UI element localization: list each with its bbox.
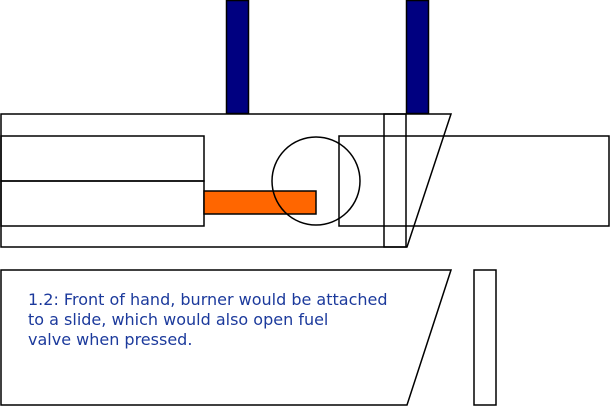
lower-panel xyxy=(0,269,453,406)
lower-left-block xyxy=(0,180,205,227)
upper-left-block xyxy=(0,135,205,182)
slide-bar xyxy=(203,190,317,215)
diagram-caption: 1.2: Front of hand, burner would be atta… xyxy=(28,290,448,350)
right-rod xyxy=(405,0,430,115)
caption-line-2: to a slide, which would also open fuel xyxy=(28,310,329,329)
valve-circle xyxy=(271,136,361,226)
lower-right-bar xyxy=(473,269,497,406)
slide-guide xyxy=(383,113,407,248)
left-rod xyxy=(225,0,250,115)
caption-line-3: valve when pressed. xyxy=(28,330,193,349)
caption-line-1: 1.2: Front of hand, burner would be atta… xyxy=(28,290,388,309)
burner-box xyxy=(338,135,610,227)
